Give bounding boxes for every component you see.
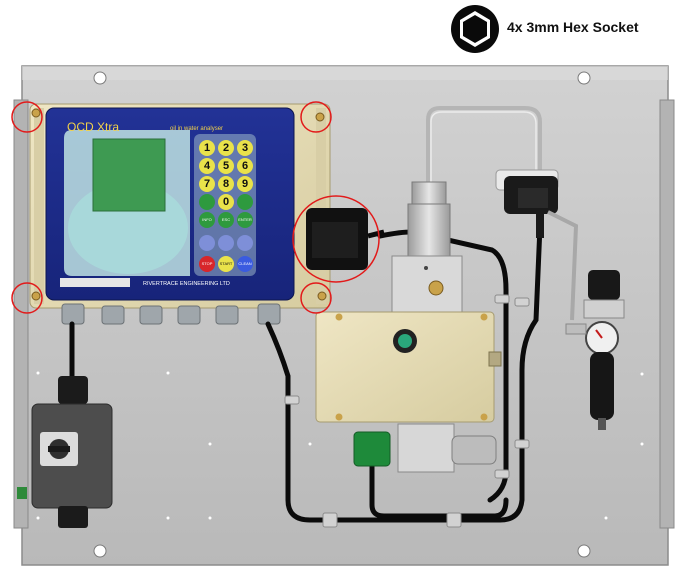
mounting-holes xyxy=(93,71,591,558)
analyser-face xyxy=(45,107,295,301)
plate-rivets xyxy=(36,371,644,520)
isolator-switch xyxy=(17,376,113,528)
hex-socket-icon xyxy=(451,5,499,53)
manufacturer-label: RIVERTRACE ENGINEERING LTD xyxy=(143,281,230,287)
sample-pipework xyxy=(426,106,542,185)
soft-key-1[interactable] xyxy=(199,235,215,251)
solenoid-valve xyxy=(495,169,579,321)
filter-regulator xyxy=(565,270,625,430)
key-8[interactable]: 8 xyxy=(218,176,234,192)
key-enter[interactable]: ENTER xyxy=(237,212,253,228)
display-screen xyxy=(92,138,166,212)
analyser-brand: OCD Xtra xyxy=(67,120,120,134)
soft-key-2[interactable] xyxy=(218,235,234,251)
key-5[interactable]: 5 xyxy=(218,158,234,174)
key-6[interactable]: 6 xyxy=(237,158,253,174)
analyser-subtitle: oil in water analyser xyxy=(170,126,224,132)
cable-clips xyxy=(284,294,530,528)
key-up[interactable] xyxy=(199,194,215,210)
keypad-soft-keys xyxy=(199,235,253,251)
key-4[interactable]: 4 xyxy=(199,158,215,174)
keypad-control-keys: STOP START CLEAN xyxy=(199,256,253,272)
plug-connector xyxy=(306,208,385,270)
key-3[interactable]: 3 xyxy=(237,140,253,156)
key-info[interactable]: INFO xyxy=(199,212,215,228)
warning-label xyxy=(60,278,130,287)
key-down[interactable] xyxy=(237,194,253,210)
start-key[interactable]: START xyxy=(218,256,234,272)
sample-cell xyxy=(391,181,463,315)
highlight-circles xyxy=(11,101,380,314)
key-2[interactable]: 2 xyxy=(218,140,234,156)
stop-key[interactable]: STOP xyxy=(199,256,215,272)
soft-key-3[interactable] xyxy=(237,235,253,251)
key-esc[interactable]: ESC xyxy=(218,212,234,228)
legend-label: 4x 3mm Hex Socket xyxy=(507,19,639,35)
cable-glands xyxy=(61,303,281,325)
junction-box xyxy=(315,311,502,423)
flow-fittings xyxy=(353,423,497,473)
key-1[interactable]: 1 xyxy=(199,140,215,156)
clean-key[interactable]: CLEAN xyxy=(237,256,253,272)
key-9[interactable]: 9 xyxy=(237,176,253,192)
key-0[interactable]: 0 xyxy=(218,194,234,210)
keypad-keys: 1 2 3 4 5 6 7 8 9 0 INFO ESC ENTER xyxy=(199,140,253,228)
key-7[interactable]: 7 xyxy=(199,176,215,192)
